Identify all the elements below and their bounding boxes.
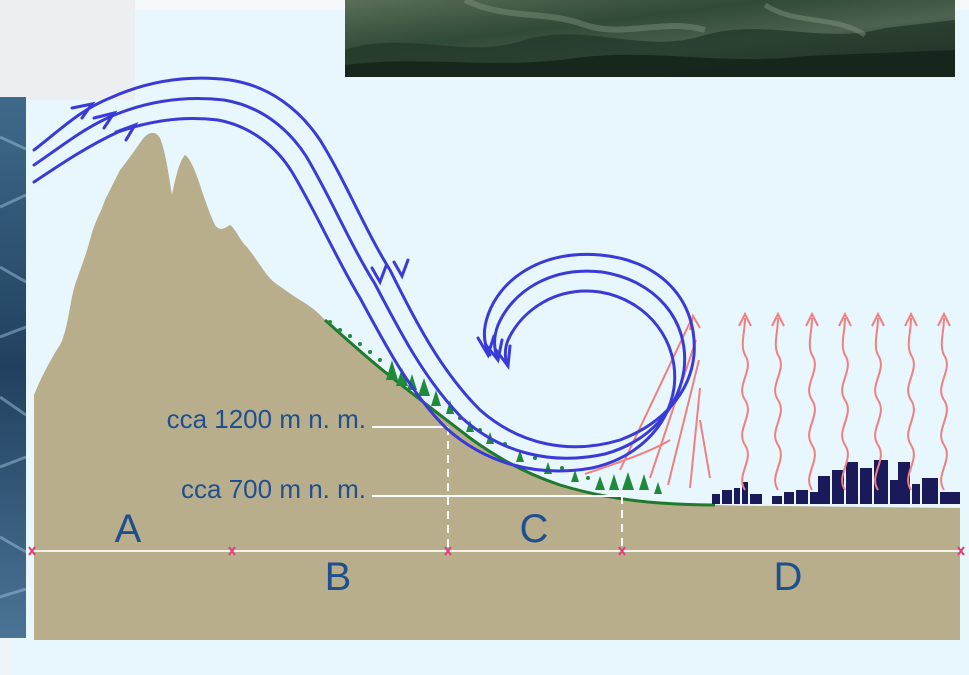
altitude-label-lower: cca 700 m n. m. bbox=[181, 474, 366, 504]
zone-label-a: A bbox=[115, 507, 142, 551]
altitude-guides bbox=[372, 426, 624, 548]
zone-label-d: D bbox=[774, 555, 803, 599]
heat-wave-arrows bbox=[584, 311, 951, 491]
tree-icons bbox=[328, 320, 662, 494]
zone-label-c: C bbox=[520, 507, 549, 551]
airflow-arrows bbox=[32, 76, 696, 473]
water-photo-left bbox=[0, 97, 26, 638]
altitude-label-upper: cca 1200 m n. m. bbox=[167, 404, 366, 434]
mountain-photo-top bbox=[345, 0, 955, 77]
zone-label-b: B bbox=[325, 555, 352, 599]
city-icon bbox=[712, 460, 960, 504]
background-panel bbox=[0, 0, 135, 100]
terrain-mountain bbox=[34, 132, 960, 640]
zone-scale-line bbox=[28, 546, 965, 556]
